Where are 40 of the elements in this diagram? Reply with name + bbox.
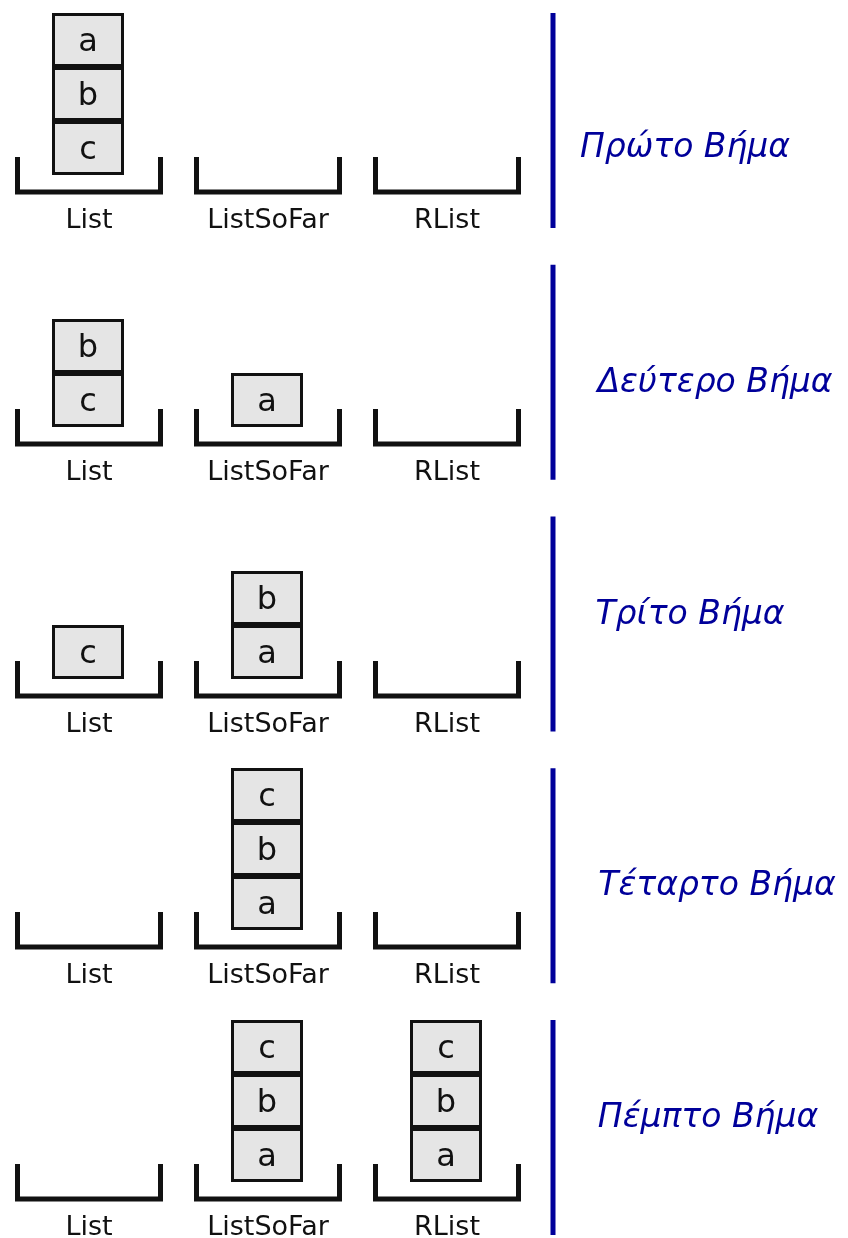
stack-container xyxy=(372,1019,522,1238)
stack-cell: a xyxy=(231,624,303,679)
container-label: List xyxy=(64,705,114,740)
container-label: RList xyxy=(413,202,481,236)
step-label: Τέταρτο Βήμα xyxy=(598,863,836,903)
stack-cell: b xyxy=(231,1074,303,1128)
stack-cell: a xyxy=(231,876,303,931)
stack-cell: c xyxy=(410,1020,482,1074)
stack-cell: c xyxy=(231,768,303,823)
stack-cell: c xyxy=(231,1020,303,1074)
stack-cell: c xyxy=(52,372,124,427)
container-label: ListSoFar xyxy=(206,705,330,740)
stack-cell: b xyxy=(52,67,124,121)
container-label: ListSoFar xyxy=(206,453,330,488)
stack-cell: c xyxy=(52,121,124,175)
container-label: List xyxy=(64,1209,114,1238)
stack-cell: b xyxy=(410,1074,482,1128)
stack-cell: b xyxy=(52,318,124,373)
container-label: RList xyxy=(413,1209,481,1238)
stack-cell: c xyxy=(52,624,124,679)
step-label: Πρώτο Βήμα xyxy=(579,125,791,165)
container-label: RList xyxy=(413,705,481,740)
step-label: Πέμπτο Βήμα xyxy=(597,1095,819,1135)
stack-container xyxy=(193,1019,343,1238)
container-label: List xyxy=(64,957,114,992)
container-label: RList xyxy=(413,957,481,992)
stack-cell: a xyxy=(231,1128,303,1182)
step-label: Τρίτο Βήμα xyxy=(595,592,785,632)
container-label: ListSoFar xyxy=(206,202,330,236)
container-label: ListSoFar xyxy=(206,957,330,992)
stack-cell: a xyxy=(231,372,303,427)
container-label: ListSoFar xyxy=(206,1209,330,1238)
stack-cell: a xyxy=(52,13,124,67)
container-label: RList xyxy=(413,453,481,488)
stack-cell: b xyxy=(231,822,303,877)
stack-cell: b xyxy=(231,570,303,625)
container-label: List xyxy=(64,453,114,488)
stack-cell: a xyxy=(410,1128,482,1182)
step-label: Δεύτερο Βήμα xyxy=(597,360,833,400)
container-label: List xyxy=(64,202,114,236)
